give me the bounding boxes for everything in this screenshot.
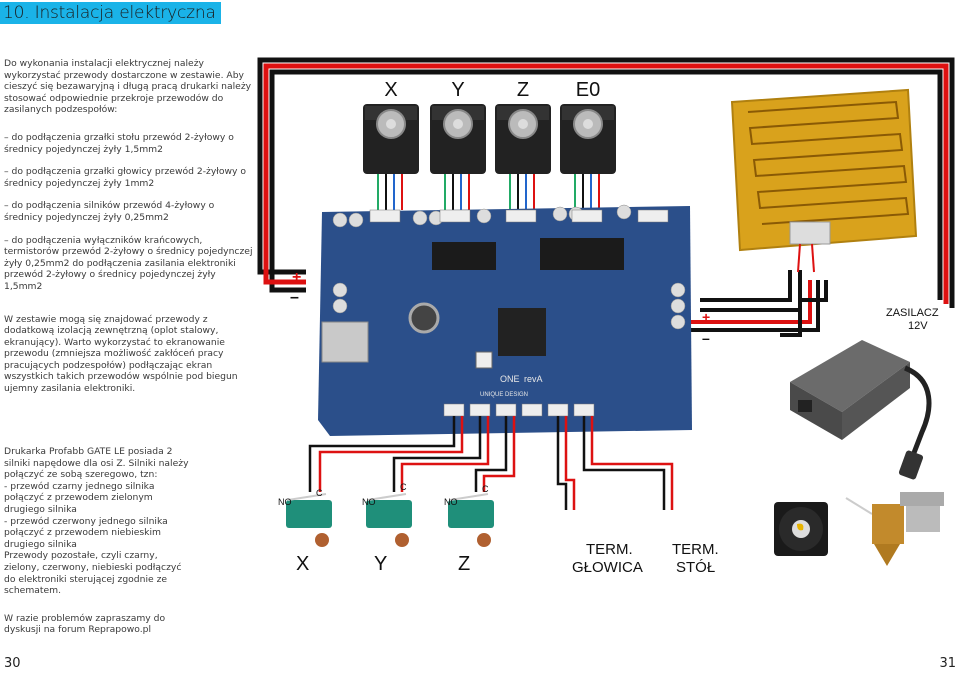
board-minus-label: –	[290, 289, 299, 306]
motor-label-z: Z	[517, 79, 529, 101]
switch-x-c-label: C	[316, 488, 323, 498]
intro-item-motors: – do podłączenia silników przewód 4-żyło…	[4, 200, 215, 223]
board-plus-label: +	[292, 269, 301, 286]
switch-y-no-label: NO	[362, 497, 376, 507]
term-bed-label-line1: TERM.	[672, 541, 719, 558]
notes-paragraph-forum: W razie problemów zapraszamy do dyskusji…	[4, 612, 166, 636]
notes-item-red-blue: - przewód czerwony jednego silnika połąc…	[4, 515, 168, 550]
switch-y-c-label: C	[400, 482, 407, 492]
intro-text: Do wykonania instalacji elektrycznej nal…	[4, 58, 254, 395]
motor-label-e0: E0	[576, 79, 600, 101]
motor-label-y: Y	[451, 79, 464, 101]
board-label-design: UNIQUE DESIGN	[480, 392, 528, 398]
board-label-rev: revA	[524, 374, 543, 384]
page-number-left: 30	[4, 656, 21, 671]
switch-z-c-label: C	[482, 484, 489, 494]
page-title: 10. Instalacja elektryczna	[0, 2, 221, 24]
endstop-switch-x	[286, 493, 332, 547]
heated-bed	[730, 88, 918, 273]
term-head-label-line1: TERM.	[586, 541, 633, 558]
endstop-switch-z	[448, 493, 494, 547]
notes-item-black-green: - przewód czarny jednego silnika połączy…	[4, 480, 155, 515]
endstop-label-y: Y	[374, 553, 387, 575]
switch-z-no-label: NO	[444, 497, 458, 507]
stepper-motor-y	[430, 104, 486, 174]
hotend	[845, 492, 944, 566]
term-head-label-line2: GŁOWICA	[572, 559, 643, 576]
power-supply	[790, 340, 932, 480]
stepper-motor-e0	[560, 104, 616, 174]
intro-paragraph-1: Do wykonania instalacji elektrycznej nal…	[4, 58, 252, 116]
endstop-switch-y	[366, 493, 412, 547]
page-number-right: 31	[939, 656, 956, 671]
term-bed-label-line2: STÓŁ	[676, 559, 715, 576]
endstop-label-z: Z	[458, 553, 470, 575]
stepper-motor-z	[495, 104, 551, 174]
motor-label-x: X	[384, 79, 397, 101]
bed-wires	[700, 270, 802, 312]
black-wire-frame	[257, 57, 955, 308]
intro-item-bed-heater: – do podłączenia grzałki stołu przewód 2…	[4, 131, 234, 155]
psu-plus-label: +	[702, 309, 710, 325]
psu-minus-label: –	[702, 330, 710, 346]
intro-item-head-heater: – do podłączenia grzałki głowicy przewód…	[4, 166, 246, 189]
notes-paragraph-1: Drukarka Profabb GATE LE posiada 2 silni…	[4, 446, 189, 481]
intro-paragraph-shielding: W zestawie mogą się znajdować przewody z…	[4, 313, 238, 395]
notes-paragraph-remaining: Przewody pozostałe, czyli czarny, zielon…	[4, 550, 182, 597]
red-wire-frame	[263, 63, 949, 304]
board-label-one: ONE	[500, 374, 520, 384]
endstop-label-x: X	[296, 553, 309, 575]
endstop-wires	[308, 416, 674, 510]
cooling-fan	[774, 502, 828, 556]
notes-text: Drukarka Profabb GATE LE posiada 2 silni…	[4, 446, 194, 636]
psu-label-line1: ZASILACZ	[886, 307, 939, 319]
psu-wires	[690, 280, 828, 337]
control-board: ONE revA UNIQUE DESIGN	[318, 204, 692, 436]
switch-x-no-label: NO	[278, 497, 292, 507]
psu-label-line2: 12V	[908, 320, 928, 332]
motor-wires	[377, 174, 600, 210]
stepper-motor-x	[363, 104, 419, 174]
intro-item-endstops: – do podłączenia wyłączników krańcowych,…	[4, 234, 253, 292]
